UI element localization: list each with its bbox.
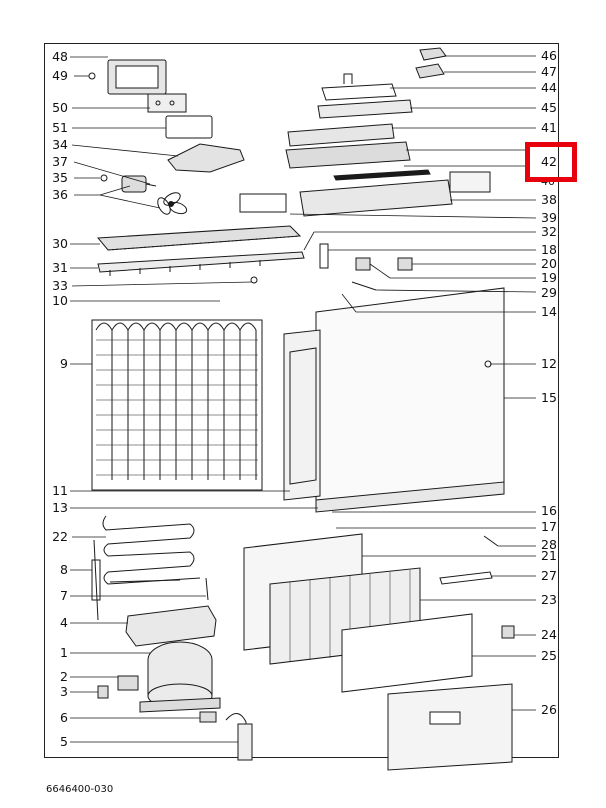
callout-label: 32 <box>541 224 557 239</box>
part-3-cap <box>97 685 109 699</box>
part-48-housing <box>107 59 167 95</box>
part-6-clip <box>199 711 217 723</box>
part-50-board <box>147 93 187 113</box>
part-33-screw <box>250 276 258 284</box>
part-25-panel <box>341 613 473 693</box>
highlight-box <box>525 142 577 182</box>
part-18-connector <box>319 243 329 269</box>
part-8-capillary <box>91 539 101 621</box>
callout-label: 50 <box>52 100 68 115</box>
callout-label: 13 <box>52 500 68 515</box>
part-22-drain-tube <box>102 515 201 585</box>
callout-label: 16 <box>541 503 557 518</box>
part-42-housing <box>285 141 411 169</box>
callout-label: 49 <box>52 68 68 83</box>
drawing-code: 6646400-030 <box>46 784 114 795</box>
part-49-clip <box>88 72 96 80</box>
callout-label: 15 <box>541 390 557 405</box>
callout-label: 20 <box>541 256 557 271</box>
part-2-relay <box>117 675 139 691</box>
part-15-back-panel <box>283 287 505 513</box>
callout-label: 34 <box>52 137 68 152</box>
callout-label: 47 <box>541 64 557 79</box>
callout-label: 7 <box>60 588 68 603</box>
callout-label: 45 <box>541 100 557 115</box>
callout-label: 31 <box>52 260 68 275</box>
callout-label: 44 <box>541 80 557 95</box>
part-28-pin <box>483 535 499 547</box>
part-40-strip <box>333 169 491 193</box>
callout-label: 22 <box>52 529 68 544</box>
part-37-fan-motor <box>121 175 157 193</box>
part-34-bracket <box>167 143 245 173</box>
part-27-bracket <box>439 571 493 585</box>
callout-label: 4 <box>60 615 68 630</box>
callout-label: 39 <box>541 210 557 225</box>
part-24-clip <box>501 625 515 639</box>
callout-label: 28 <box>541 537 557 552</box>
callout-label: 1 <box>60 645 68 660</box>
part-4-base-tray <box>125 605 217 647</box>
part-35-screw <box>100 174 108 182</box>
callout-label: 27 <box>541 568 557 583</box>
callout-label: 51 <box>52 120 68 135</box>
part-30-duct <box>96 225 302 251</box>
callout-label: 2 <box>60 669 68 684</box>
callout-label: 10 <box>52 293 68 308</box>
callout-label: 6 <box>60 710 68 725</box>
part-41-board <box>287 123 395 147</box>
callout-label: 38 <box>541 192 557 207</box>
callout-label: 8 <box>60 562 68 577</box>
callout-label: 26 <box>541 702 557 717</box>
part-26-plate <box>387 683 513 771</box>
part-46-clip <box>419 47 447 61</box>
part-1-compressor <box>139 641 221 713</box>
callout-label: 17 <box>541 519 557 534</box>
callout-label: 30 <box>52 236 68 251</box>
part-44-bracket <box>321 73 397 101</box>
callout-label: 24 <box>541 627 557 642</box>
part-19-switch <box>355 257 371 271</box>
callout-label: 41 <box>541 120 557 135</box>
callout-label: 33 <box>52 278 68 293</box>
callout-label: 9 <box>60 356 68 371</box>
part-51-cover <box>165 115 213 139</box>
part-9-condenser <box>91 319 263 491</box>
part-38-panel <box>239 179 453 217</box>
callout-label: 12 <box>541 356 557 371</box>
callout-label: 25 <box>541 648 557 663</box>
callout-label: 37 <box>52 154 68 169</box>
callout-label: 5 <box>60 734 68 749</box>
callout-label: 29 <box>541 285 557 300</box>
callout-label: 3 <box>60 684 68 699</box>
callout-label-highlighted: 42 <box>541 154 557 169</box>
part-47-clip <box>415 63 445 79</box>
callout-label: 36 <box>52 187 68 202</box>
part-5-dryer <box>225 713 253 761</box>
leader-lines <box>70 55 537 743</box>
part-20-switch <box>397 257 413 271</box>
part-36-fan-blade <box>157 192 188 215</box>
callout-label: 48 <box>52 49 68 64</box>
part-7-tube <box>205 577 209 601</box>
callout-label: 11 <box>52 483 68 498</box>
diagram-frame <box>44 43 559 758</box>
callout-label: 35 <box>52 170 68 185</box>
part-29-sensor <box>351 281 377 291</box>
callout-label: 46 <box>541 48 557 63</box>
callout-label: 19 <box>541 270 557 285</box>
callout-label: 21 <box>541 548 557 563</box>
part-31-rail <box>97 251 305 276</box>
callout-label: 23 <box>541 592 557 607</box>
callout-label: 18 <box>541 242 557 257</box>
part-45-bracket <box>317 99 413 119</box>
callout-label: 14 <box>541 304 557 319</box>
